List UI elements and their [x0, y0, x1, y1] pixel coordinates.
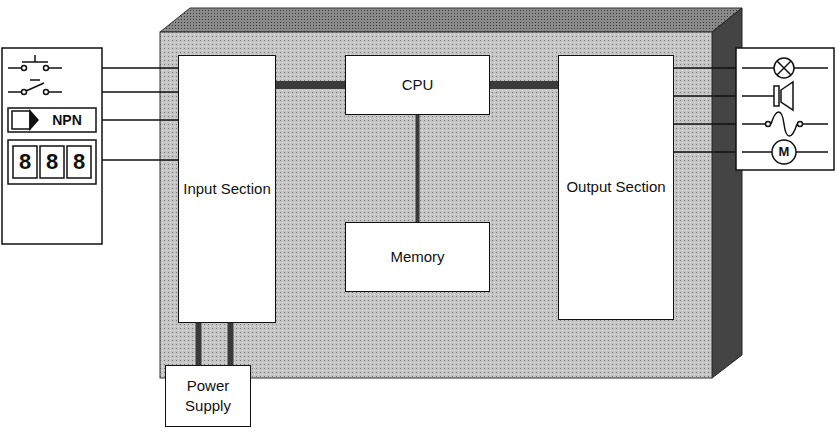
connector [416, 115, 420, 222]
motor-symbol-label: M [776, 144, 792, 160]
power-supply-box: Power Supply [165, 365, 251, 427]
input-devices [2, 48, 178, 244]
box-text: Memory [386, 243, 448, 271]
output-section: Output Section [558, 55, 674, 320]
sensor-label: NPN [40, 112, 94, 128]
box-text: Output Section [562, 173, 669, 201]
display-digit: 8 [40, 148, 64, 176]
connector [276, 81, 345, 89]
box-text: CPU [398, 71, 438, 99]
box-text: Power Supply [166, 372, 250, 421]
memory-box: Memory [345, 222, 490, 292]
input-section: Input Section [178, 55, 276, 323]
display-digit: 8 [13, 148, 37, 176]
cpu-box: CPU [345, 55, 490, 115]
housing-front [160, 32, 712, 378]
connector [199, 323, 231, 365]
box-text: Input Section [179, 175, 275, 203]
output-devices [673, 48, 834, 170]
display-digit: 8 [67, 148, 91, 176]
housing-top [160, 8, 742, 32]
connector [490, 81, 558, 89]
